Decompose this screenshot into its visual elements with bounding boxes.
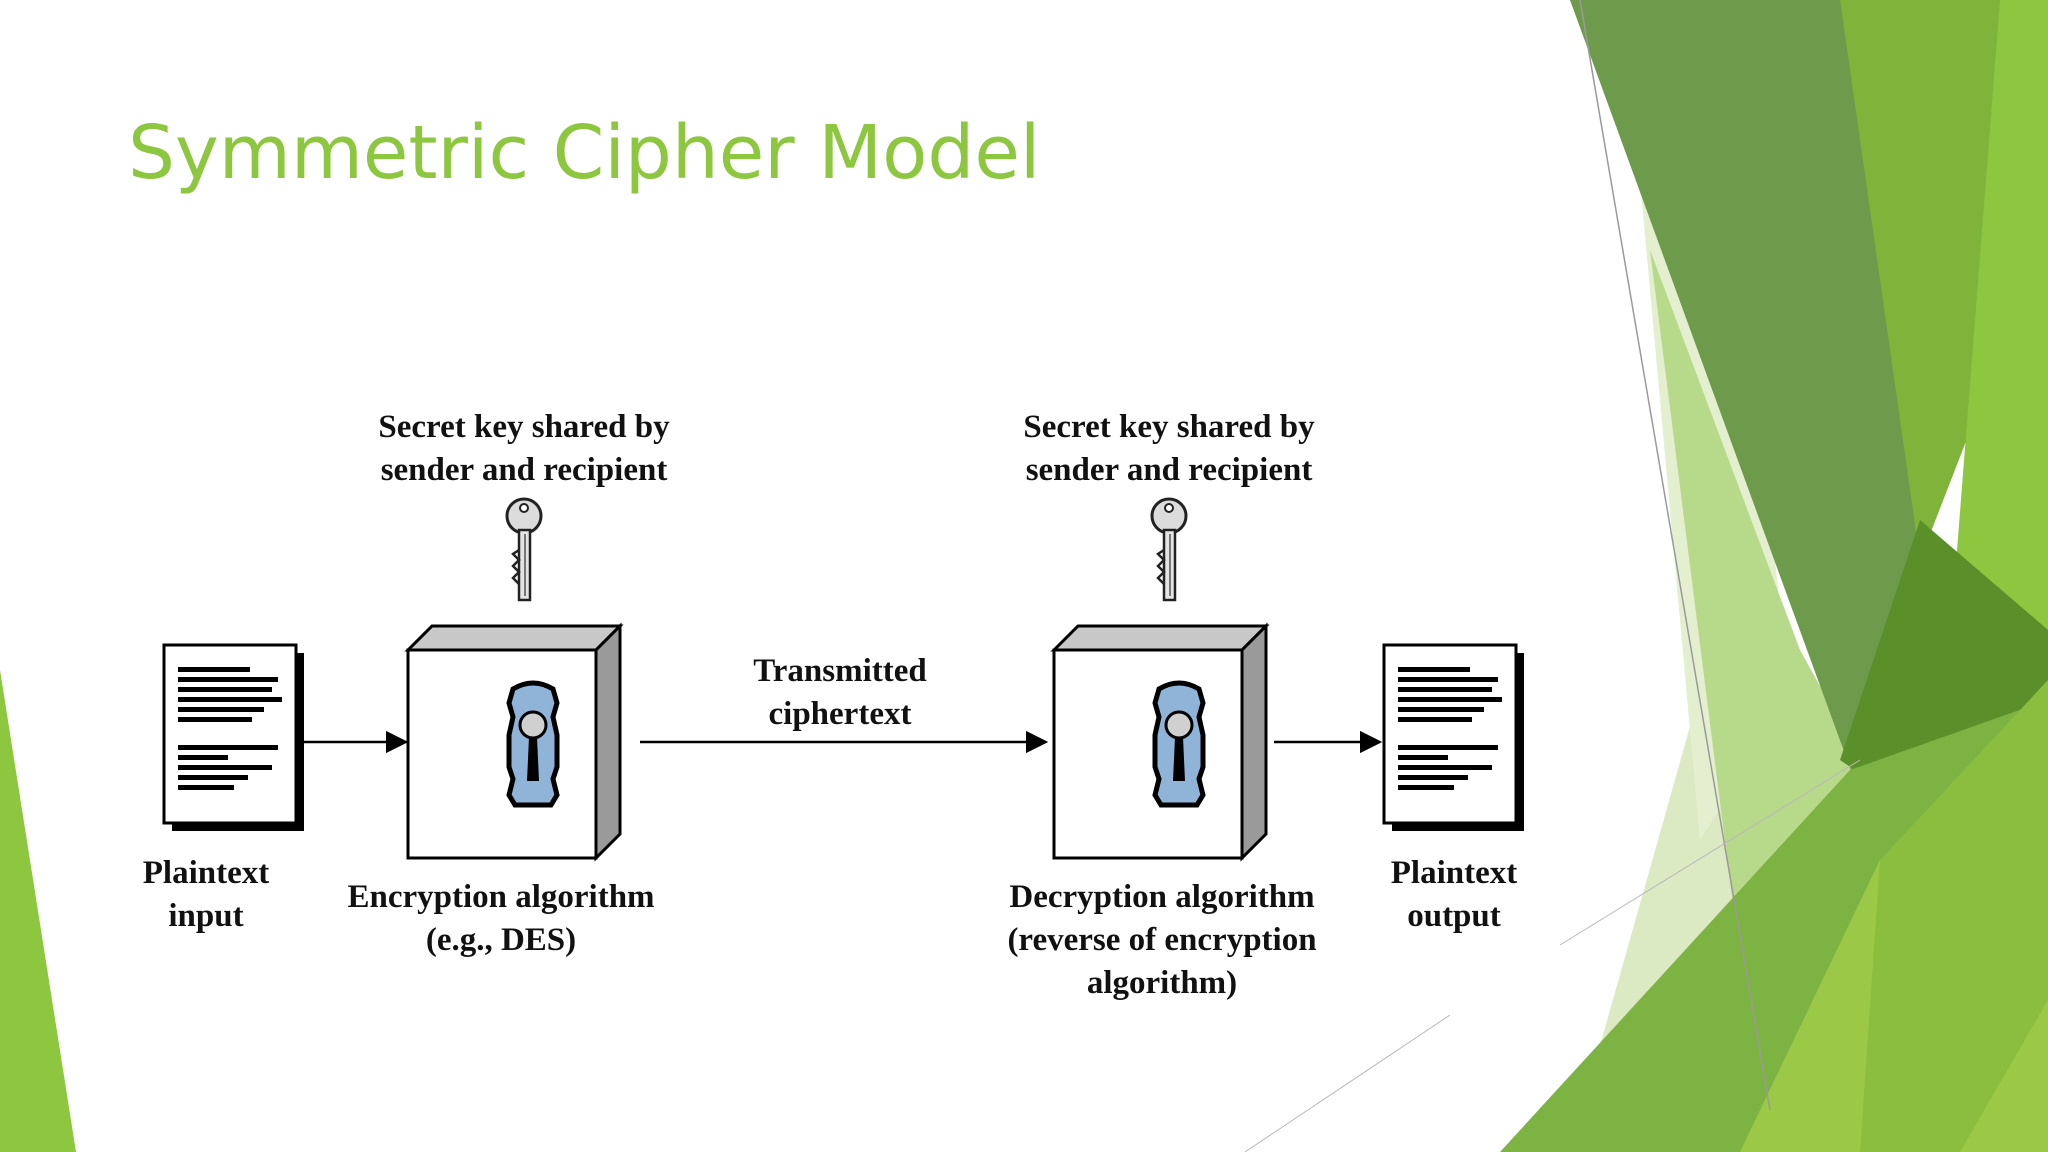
facet-olive — [1860, 680, 2048, 1152]
channel-label-line1: Transmitted — [753, 653, 927, 689]
decryption-label-line3: algorithm) — [1086, 965, 1238, 1001]
plaintext-input-document-icon — [162, 643, 306, 833]
facet-dark — [1570, 0, 1920, 850]
encryption-label: Encryption algorithm (e.g., DES) — [341, 876, 661, 962]
left-green-strip — [0, 670, 76, 1152]
thin-line-3 — [1559, 759, 1861, 946]
plaintext-output-label-line2: output — [1407, 898, 1501, 934]
thin-line-1 — [1579, 0, 1771, 1111]
decryption-label: Decryption algorithm (reverse of encrypt… — [992, 876, 1332, 1005]
decryption-keyhole-icon — [1155, 683, 1203, 805]
encryption-label-line2: (e.g., DES) — [425, 922, 577, 958]
key-right-label-line2: sender and recipient — [1025, 452, 1313, 488]
decryption-label-line2: (reverse of encryption — [1007, 922, 1317, 958]
facet-mid-1 — [1650, 250, 1900, 960]
slide-title: Symmetric Cipher Model — [128, 110, 1041, 196]
key-right-label-line1: Secret key shared by — [1023, 409, 1315, 445]
encryption-keyhole-icon — [509, 683, 557, 805]
plaintext-output-label: Plaintext output — [1374, 852, 1534, 938]
left-secret-key-icon — [505, 497, 543, 602]
right-secret-key-icon — [1150, 497, 1188, 602]
plaintext-output-label-line1: Plaintext — [1390, 855, 1518, 891]
key-right-label: Secret key shared by sender and recipien… — [1019, 406, 1319, 492]
thin-line-2 — [1244, 1014, 1451, 1152]
key-left-label-line1: Secret key shared by — [378, 409, 670, 445]
plaintext-input-label-line2: input — [168, 898, 244, 934]
key-left-label: Secret key shared by sender and recipien… — [374, 406, 674, 492]
plaintext-output-document-icon — [1382, 643, 1526, 833]
key-left-label-line2: sender and recipient — [380, 452, 668, 488]
channel-label-line2: ciphertext — [768, 696, 912, 732]
encryption-label-line1: Encryption algorithm — [347, 879, 655, 915]
plaintext-input-label-line1: Plaintext — [142, 855, 270, 891]
decryption-label-line1: Decryption algorithm — [1009, 879, 1315, 915]
channel-label: Transmitted ciphertext — [720, 650, 960, 736]
plaintext-input-label: Plaintext input — [126, 852, 286, 938]
